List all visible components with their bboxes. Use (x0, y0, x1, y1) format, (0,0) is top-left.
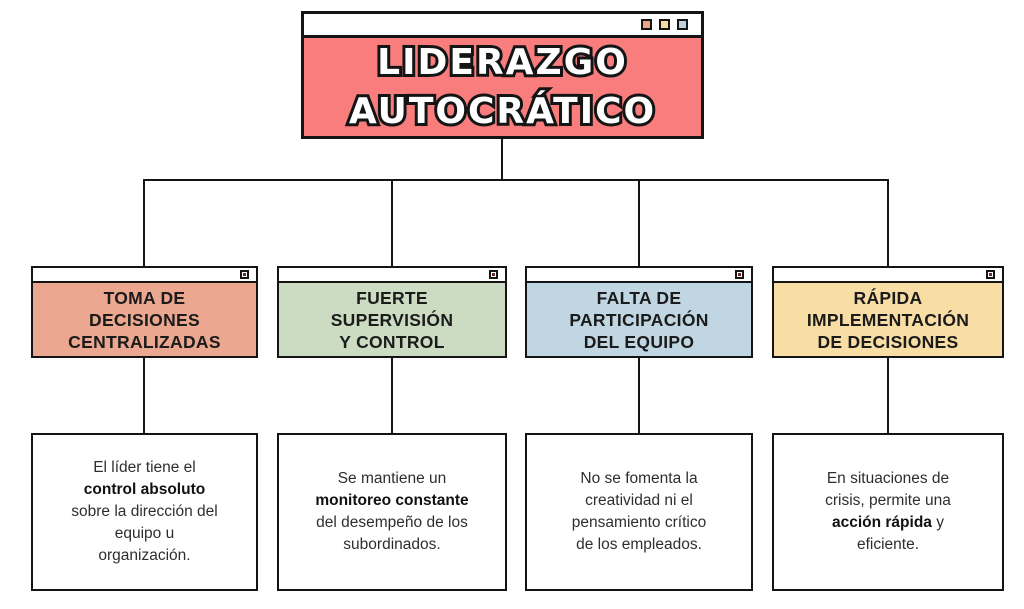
description-box: Se mantiene un monitoreo constante del d… (277, 433, 507, 591)
card-titlebar (33, 268, 256, 283)
window-icon (240, 270, 249, 279)
description-text: El líder tiene el control absoluto sobre… (71, 459, 218, 564)
card-body: TOMA DE DECISIONES CENTRALIZADAS (33, 283, 256, 356)
description-text: No se fomenta la creatividad ni el pensa… (571, 470, 707, 553)
window-button-yellow-icon (659, 19, 670, 30)
card-heading: FUERTE SUPERVISIÓN Y CONTROL (330, 287, 454, 352)
connector-line (143, 358, 145, 433)
connector-line (391, 179, 393, 266)
description-box: El líder tiene el control absoluto sobre… (31, 433, 258, 591)
connector-line (887, 358, 889, 433)
card-titlebar (527, 268, 751, 283)
card-titlebar (774, 268, 1002, 283)
card-body: RÁPIDA IMPLEMENTACIÓN DE DECISIONES (774, 283, 1002, 356)
page-title-outline: LIDERAZGO AUTOCRÁTICO (346, 39, 657, 135)
card-heading: FALTA DE PARTICIPACIÓN DEL EQUIPO (569, 287, 709, 352)
card-heading: RÁPIDA IMPLEMENTACIÓN DE DECISIONES (806, 287, 970, 352)
description-box: En situaciones de crisis, permite una ac… (772, 433, 1004, 591)
card-body: FALTA DE PARTICIPACIÓN DEL EQUIPO (527, 283, 751, 356)
main-title-window: LIDERAZGO AUTOCRÁTICO LIDERAZGO AUTOCRÁT… (301, 11, 704, 139)
window-icon (735, 270, 744, 279)
card-fuerte-supervision: FUERTE SUPERVISIÓN Y CONTROL (277, 266, 507, 358)
window-titlebar (304, 14, 701, 38)
connector-line (501, 139, 503, 181)
card-toma-de-decisiones: TOMA DE DECISIONES CENTRALIZADAS (31, 266, 258, 358)
window-button-salmon-icon (641, 19, 652, 30)
description-text: Se mantiene un monitoreo constante del d… (315, 470, 469, 553)
connector-line (638, 358, 640, 433)
card-titlebar (279, 268, 505, 283)
card-body: FUERTE SUPERVISIÓN Y CONTROL (279, 283, 505, 356)
connector-line (143, 179, 145, 266)
window-icon (489, 270, 498, 279)
card-heading: TOMA DE DECISIONES CENTRALIZADAS (68, 287, 221, 352)
connector-line (638, 179, 640, 266)
connector-line (887, 179, 889, 266)
connector-line (143, 179, 889, 181)
connector-line (391, 358, 393, 433)
card-rapida-implementacion: RÁPIDA IMPLEMENTACIÓN DE DECISIONES (772, 266, 1004, 358)
window-button-blue-icon (677, 19, 688, 30)
main-window-body: LIDERAZGO AUTOCRÁTICO LIDERAZGO AUTOCRÁT… (304, 38, 701, 136)
page-title: LIDERAZGO AUTOCRÁTICO (348, 42, 657, 132)
description-text: En situaciones de crisis, permite una ac… (825, 470, 951, 553)
window-icon (986, 270, 995, 279)
card-falta-participacion: FALTA DE PARTICIPACIÓN DEL EQUIPO (525, 266, 753, 358)
description-box: No se fomenta la creatividad ni el pensa… (525, 433, 753, 591)
